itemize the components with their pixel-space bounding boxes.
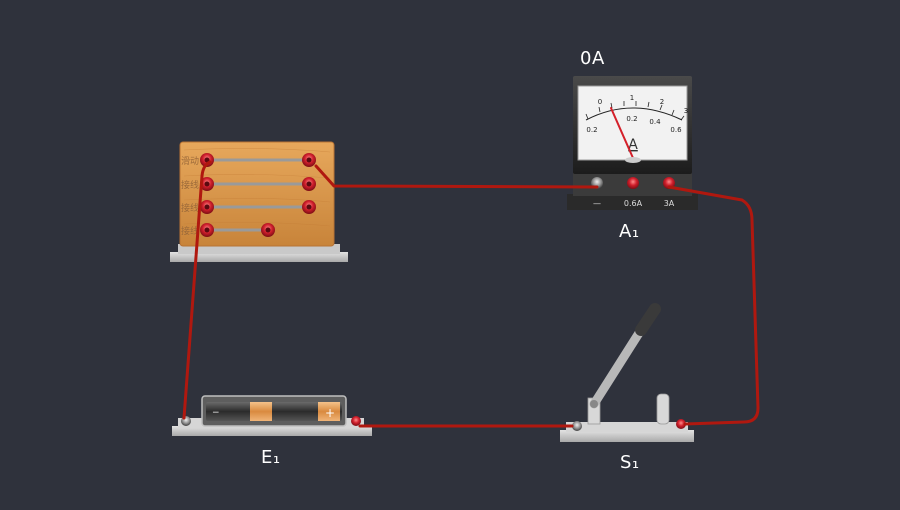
dial-scale-label: 1 [630, 94, 634, 102]
ammeter[interactable]: 0 1 2 3 0.2 0.2 0.4 0.6 A — 0.6A 3A [567, 76, 698, 210]
rheostat-base-top [178, 244, 340, 254]
rheostat[interactable]: 滑动 接线 接线 接线 [170, 141, 348, 262]
dial-scale-label: 0.2 [586, 126, 597, 134]
ammeter-label: A₁ [619, 221, 640, 242]
switch-base [560, 430, 694, 442]
ammeter-dial [577, 85, 688, 161]
terminal-hole [306, 181, 312, 187]
wire-ammeter-to-switch[interactable] [667, 185, 760, 426]
ammeter-reading: 0A [580, 48, 605, 69]
battery-terminal-negative[interactable] [181, 416, 191, 426]
wood-grain [183, 148, 331, 227]
terminal-label: 0.6A [624, 199, 643, 208]
battery-base [172, 426, 372, 436]
dial-scale-label: 3 [684, 107, 688, 115]
terminal-hole [306, 157, 312, 163]
switch-handle[interactable] [635, 303, 661, 336]
dial-scale-label: 0 [598, 98, 602, 106]
rheostat-row-label: 接线 [181, 202, 199, 214]
terminal-hole [204, 204, 210, 210]
ammeter-terminal-3a[interactable] [663, 177, 675, 189]
battery-plus-sign: + [325, 406, 335, 420]
switch-terminal-right[interactable] [676, 419, 686, 429]
battery-terminal-positive[interactable] [351, 416, 361, 426]
battery-cell-cap [250, 402, 272, 421]
resistance-wires [205, 158, 311, 232]
dial-scale-label: 0.6 [670, 126, 682, 134]
dial-scale-label: 0.2 [626, 115, 637, 123]
terminal-label: — [593, 199, 601, 208]
battery[interactable]: − + [172, 395, 372, 436]
dial-scale-label: 0.4 [649, 118, 661, 126]
wire-rheostat-to-ammeter[interactable] [314, 164, 599, 189]
switch-base-top [566, 422, 688, 432]
rheostat-row-label: 滑动 [181, 156, 199, 167]
dial-unit-symbol: A [628, 137, 638, 153]
terminal-hole [306, 204, 312, 210]
terminal-hole [204, 181, 210, 187]
battery-cell-cap [318, 402, 340, 421]
dial-ticks [585, 101, 685, 121]
wires[interactable] [182, 160, 760, 428]
needle-pivot [625, 157, 641, 163]
switch-blade[interactable] [589, 317, 651, 409]
rheostat-terminals[interactable] [200, 153, 316, 237]
terminal-hole [204, 227, 210, 233]
ammeter-base [567, 194, 698, 210]
terminal-label: 3A [664, 199, 675, 208]
switch[interactable] [560, 303, 694, 442]
dial-scale-arc [585, 107, 683, 121]
ammeter-terminal-0-6a[interactable] [627, 177, 639, 189]
rheostat-board [179, 141, 335, 247]
wire-battery-to-rheostat[interactable] [182, 160, 212, 420]
battery-minus-sign: − [212, 408, 220, 418]
switch-contact-clip [656, 393, 670, 425]
rheostat-row-label: 接线 [181, 225, 199, 237]
dial-scale-label: 2 [660, 98, 664, 106]
battery-label: E₁ [261, 447, 281, 468]
rheostat-row-label: 接线 [181, 179, 199, 191]
ammeter-needle [610, 107, 634, 159]
switch-label: S₁ [620, 452, 640, 473]
switch-hinge [590, 400, 598, 408]
switch-terminal-left[interactable] [572, 421, 582, 431]
terminal-hole [265, 227, 271, 233]
rheostat-base [170, 252, 348, 262]
